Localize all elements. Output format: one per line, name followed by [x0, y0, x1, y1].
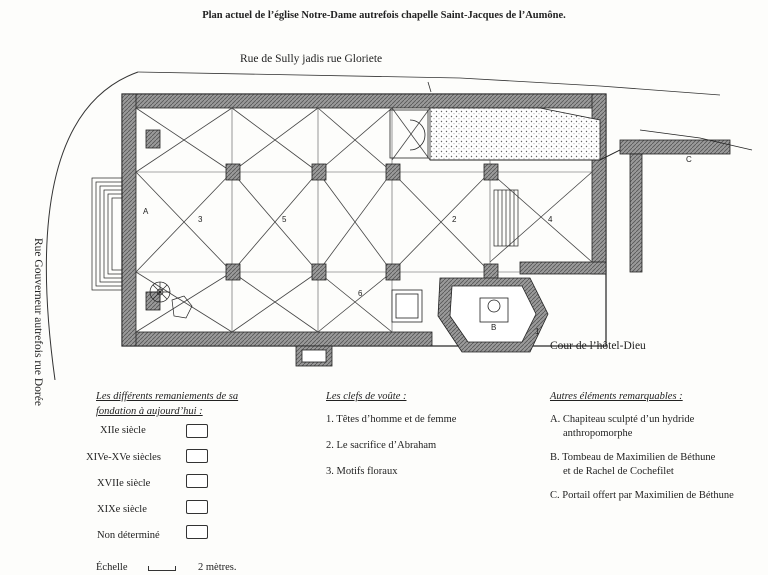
spiral-stair — [149, 281, 193, 319]
other-item-line2: anthropomorphe — [563, 428, 633, 439]
period-label: XVIIe siècle — [97, 478, 151, 489]
street-line-top — [137, 71, 721, 96]
marker-b: B — [491, 323, 496, 332]
legend-periods-heading-2: fondation à aujourd’hui : — [96, 406, 203, 417]
scale-value: 2 mètres. — [198, 562, 237, 573]
vault-ribs — [135, 107, 593, 333]
legend-keys-heading: Les clefs de voûte : — [326, 391, 407, 402]
other-item-line2: et de Rachel de Cochefilet — [563, 466, 674, 477]
choir-stalls — [493, 189, 519, 247]
marker-6: 6 — [358, 289, 363, 298]
period-swatch — [186, 424, 208, 438]
other-item-line1: C. Portail offert par Maximilien de Béth… — [550, 490, 734, 501]
period-label: XIIe siècle — [100, 425, 146, 436]
period-label: Non déterminé — [97, 530, 160, 541]
other-item-line1: B. Tombeau de Maximilien de Béthune — [550, 452, 716, 463]
pillars — [145, 129, 499, 311]
street-label-left: Rue Gouverneur autrefois rue Dorée — [31, 238, 44, 406]
court-label: Cour de l’hôtel-Dieu — [550, 340, 646, 352]
street-outline — [45, 71, 139, 380]
legend-periods-heading-1: Les différents remaniements de sa — [96, 391, 239, 402]
period-swatch — [186, 525, 208, 539]
keystone-item: 1. Têtes d’homme et de femme — [326, 414, 457, 425]
marker-2: 2 — [452, 215, 457, 224]
legend-other-heading: Autres éléments remarquables : — [550, 391, 683, 402]
marker-4: 4 — [548, 215, 553, 224]
period-label: XIVe-XVe siècles — [86, 452, 161, 463]
keystone-item: 2. Le sacrifice d’Abraham — [326, 440, 437, 451]
plan-markers: A B C 1 2 3 4 5 6 — [143, 155, 692, 336]
portal-annex — [619, 129, 753, 273]
period-label: XIXe siècle — [97, 504, 147, 515]
period-swatch — [186, 449, 208, 463]
scale-bar — [148, 566, 176, 571]
page-title: Plan actuel de l’église Notre-Dame autre… — [202, 10, 566, 21]
keystone-item: 3. Motifs floraux — [326, 466, 398, 477]
street-label-top: Rue de Sully jadis rue Gloriete — [240, 53, 383, 65]
side-rooms — [295, 109, 429, 367]
church-floor-plan: A B C 1 2 3 4 5 6 — [45, 71, 753, 380]
other-item-line1: A. Chapiteau sculpté d’un hydride — [550, 414, 695, 425]
west-steps — [91, 177, 123, 291]
marker-c: C — [686, 155, 692, 164]
marker-1: 1 — [535, 327, 540, 336]
period-swatch — [186, 474, 208, 488]
courtyard-garden — [429, 107, 601, 161]
scale-label: Échelle — [96, 562, 128, 573]
marker-5: 5 — [282, 215, 287, 224]
legend-periods: Les différents remaniements de sa fondat… — [96, 389, 296, 419]
marker-3: 3 — [198, 215, 203, 224]
nave-walls — [121, 93, 607, 347]
south-chapel — [437, 277, 549, 353]
period-swatch — [186, 500, 208, 514]
marker-a: A — [143, 207, 149, 216]
